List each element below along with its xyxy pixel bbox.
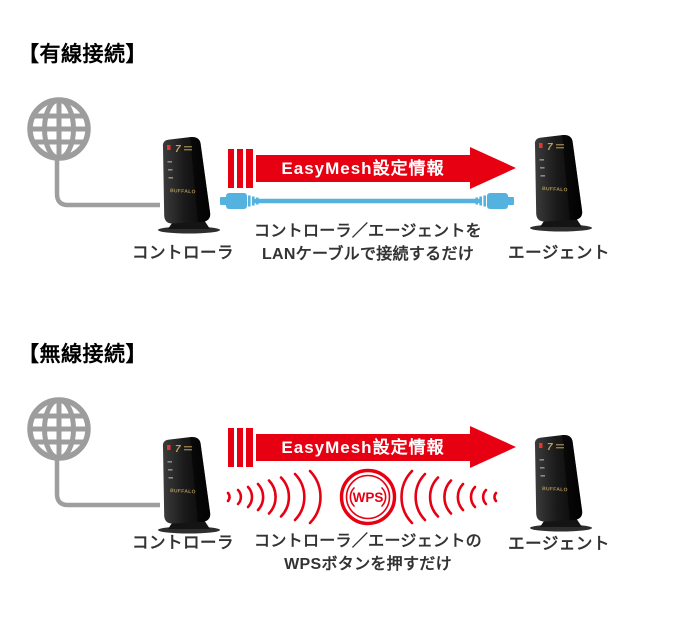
arrow-bar — [237, 428, 243, 467]
wps-button-label: WPS — [353, 490, 384, 505]
controller-label: コントローラ — [132, 534, 234, 552]
left-radio-waves — [226, 469, 322, 525]
wireless-section-title: 【無線接続】 — [18, 343, 147, 366]
arrow-bar — [246, 428, 253, 467]
easymesh-arrow: EasyMesh設定情報 — [228, 426, 516, 469]
arrow-head — [470, 426, 516, 468]
arrow-bar — [228, 428, 234, 467]
agent-label: エージェント — [508, 244, 610, 262]
wired-section-title: 【有線接続】 — [18, 43, 147, 66]
agent-router-image — [530, 134, 592, 232]
arrow-body — [256, 155, 470, 182]
wps-button: WPS — [339, 468, 397, 526]
internet-connection-line — [54, 460, 160, 508]
controller-router-image — [158, 136, 220, 234]
internet-connection-line — [54, 160, 160, 208]
easymesh-arrow: EasyMesh設定情報 — [228, 147, 516, 190]
wireless-caption-line1: コントローラ／エージェントの — [254, 533, 482, 550]
arrow-bar — [237, 149, 243, 188]
arrow-label: EasyMesh設定情報 — [281, 438, 445, 457]
agent-label: エージェント — [508, 535, 610, 553]
wired-caption-line1: コントローラ／エージェントを — [254, 223, 482, 240]
wps-wave-icon: WPS — [226, 468, 498, 526]
controller-router-image — [158, 436, 220, 534]
arrow-body — [256, 434, 470, 461]
internet-globe-icon — [27, 397, 91, 461]
wireless-caption-line2: WPSボタンを押すだけ — [284, 556, 452, 573]
internet-globe-icon — [27, 97, 91, 161]
wired-caption-line2: LANケーブルで接続するだけ — [261, 246, 475, 263]
controller-label: コントローラ — [132, 244, 234, 262]
right-radio-waves — [400, 469, 498, 525]
wired-caption: コントローラ／エージェントを LANケーブルで接続するだけ — [236, 220, 500, 266]
lan-cable-icon — [220, 193, 514, 209]
wireless-caption: コントローラ／エージェントの WPSボタンを押すだけ — [236, 530, 500, 576]
arrow-bar — [228, 149, 234, 188]
arrow-label: EasyMesh設定情報 — [281, 159, 445, 178]
arrow-head — [470, 147, 516, 189]
agent-router-image — [530, 434, 592, 532]
arrow-bar — [246, 149, 253, 188]
